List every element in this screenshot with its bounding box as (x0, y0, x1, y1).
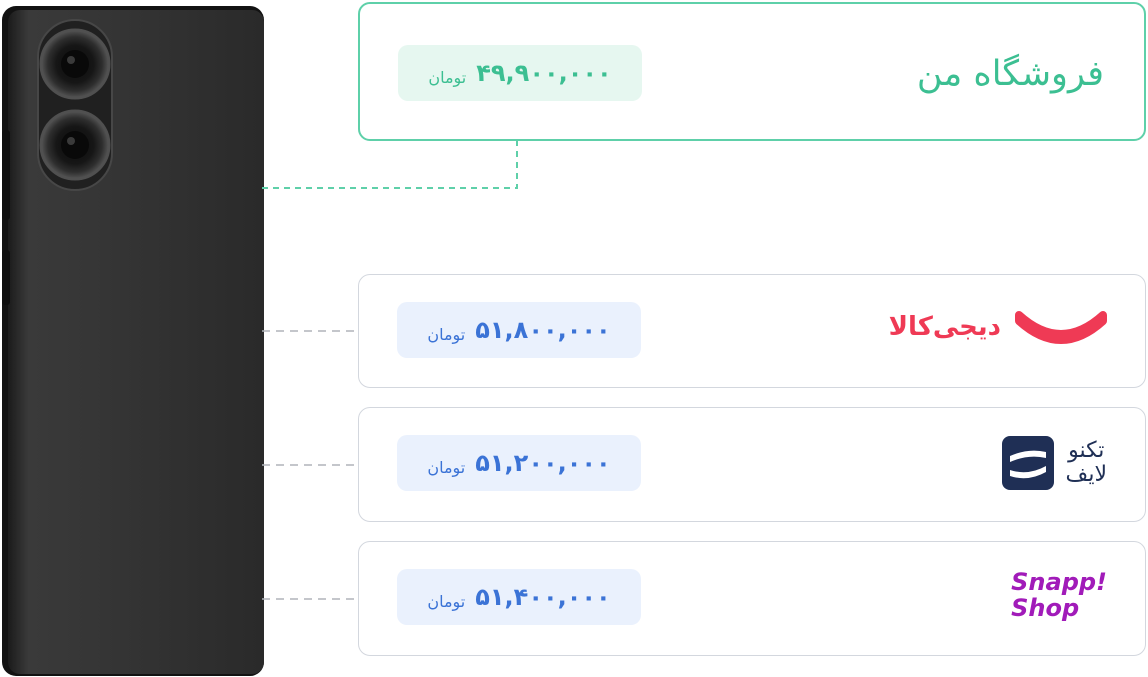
price-badge: ۴۹,۹۰۰,۰۰۰ تومان (398, 45, 642, 101)
technolife-logo: تکنو لایف (1001, 436, 1107, 490)
snappshop-logo: Snapp! Shop (1011, 569, 1107, 621)
store-card-snappshop[interactable]: Snapp! Shop ۵۱,۴۰۰,۰۰۰ تومان (358, 541, 1146, 656)
technolife-logo-line1: تکنو (1068, 438, 1105, 463)
digikala-logo-text: دیجی‌کالا (888, 312, 1001, 342)
snappshop-logo-line1: Snapp! (1011, 568, 1107, 596)
price-badge: ۵۱,۸۰۰,۰۰۰ تومان (397, 302, 641, 358)
phone-back-image (0, 0, 270, 677)
price-currency: تومان (427, 457, 466, 477)
price-badge: ۵۱,۲۰۰,۰۰۰ تومان (397, 435, 641, 491)
price-value: ۴۹,۹۰۰,۰۰۰ (476, 59, 612, 87)
store-connector (262, 598, 358, 600)
price-currency: تومان (427, 324, 466, 344)
price-value: ۵۱,۲۰۰,۰۰۰ (475, 449, 611, 477)
digikala-logo: دیجی‌کالا (889, 309, 1107, 345)
price-value: ۵۱,۸۰۰,۰۰۰ (475, 316, 611, 344)
price-value: ۵۱,۴۰۰,۰۰۰ (475, 583, 611, 611)
technolife-logo-line2: لایف (1065, 462, 1107, 487)
digikala-smile-icon (1015, 311, 1107, 344)
price-currency: تومان (427, 591, 466, 611)
my-store-connector (262, 140, 518, 189)
price-currency: تومان (428, 67, 467, 87)
store-card-technolife[interactable]: تکنو لایف ۵۱,۲۰۰,۰۰۰ تومان (358, 407, 1146, 522)
my-store-name: فروشگاه من (916, 54, 1104, 94)
store-card-digikala[interactable]: دیجی‌کالا ۵۱,۸۰۰,۰۰۰ تومان (358, 274, 1146, 388)
store-connector (262, 330, 358, 332)
store-connector (262, 464, 358, 466)
my-store-card[interactable]: فروشگاه من ۴۹,۹۰۰,۰۰۰ تومان (358, 2, 1146, 141)
technolife-badge-icon (1001, 436, 1054, 490)
price-badge: ۵۱,۴۰۰,۰۰۰ تومان (397, 569, 641, 625)
snappshop-logo-line2: Shop (1011, 594, 1080, 622)
technolife-logo-text: تکنو لایف (1066, 439, 1107, 487)
